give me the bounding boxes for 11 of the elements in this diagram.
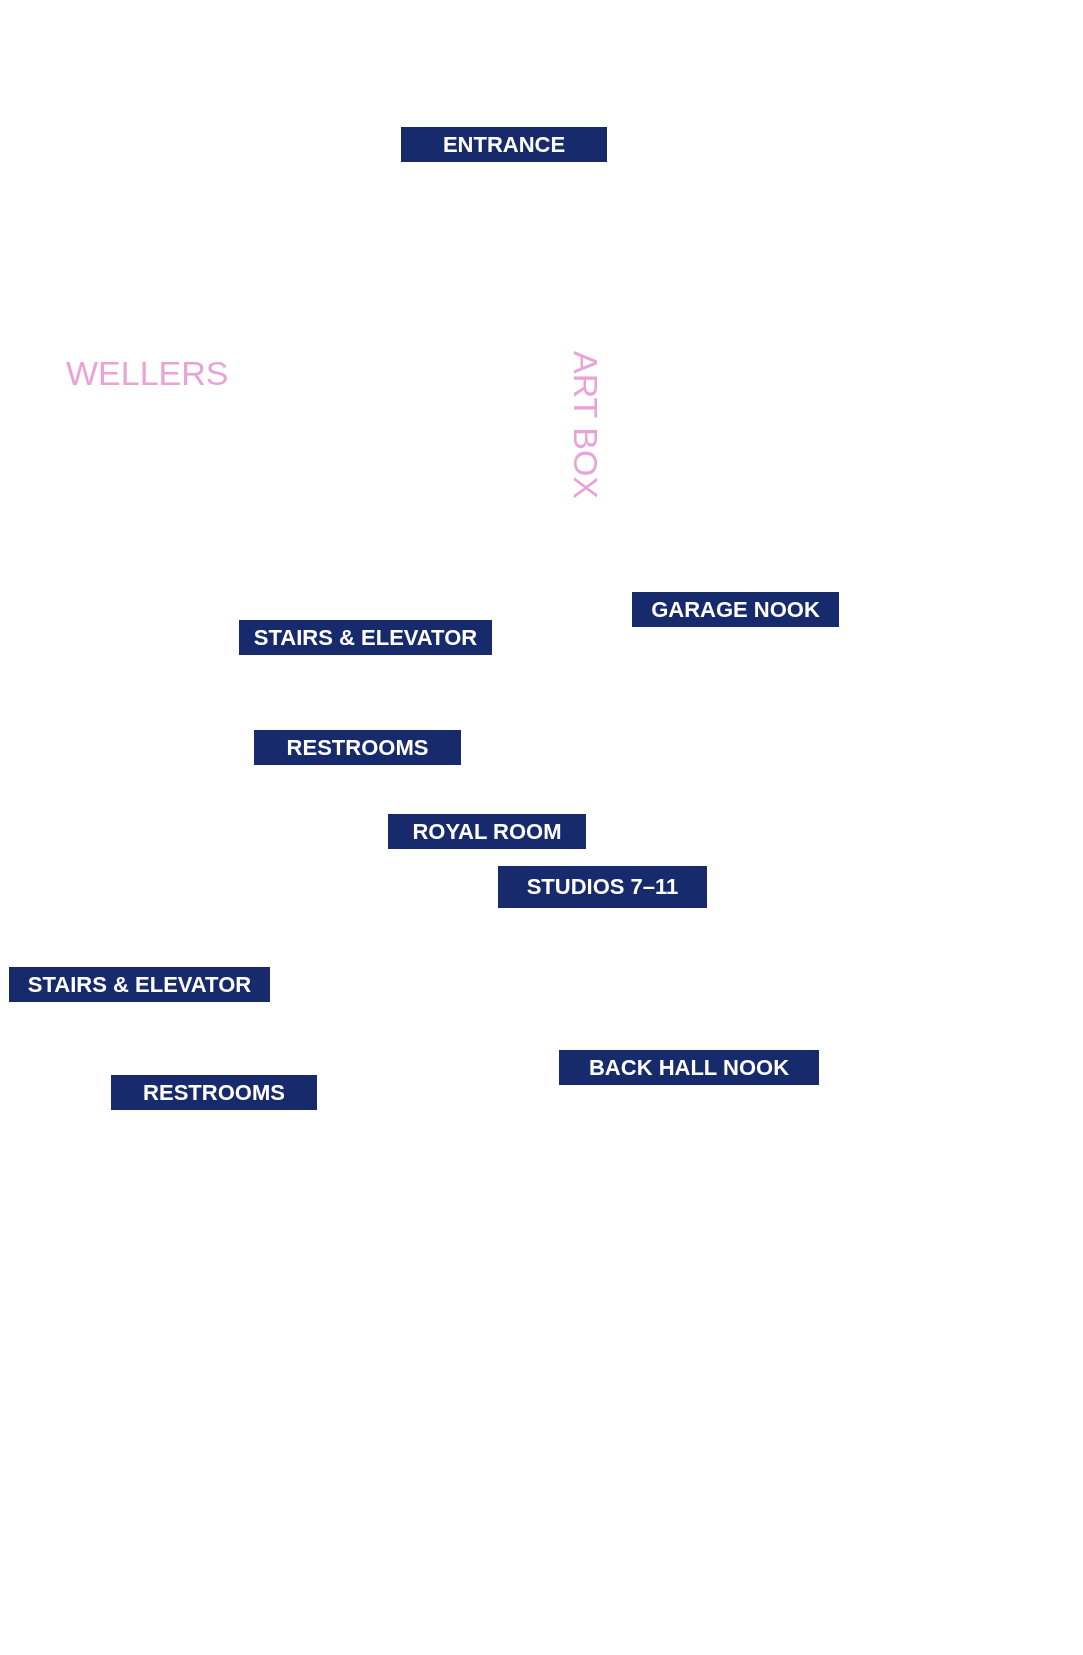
room-label: ROYAL ROOM	[388, 814, 586, 849]
room-label: STUDIOS 7–11	[498, 866, 707, 908]
area-name: WELLERS	[66, 356, 229, 390]
room-label: RESTROOMS	[111, 1075, 317, 1110]
room-label: STAIRS & ELEVATOR	[9, 967, 270, 1002]
room-label: RESTROOMS	[254, 730, 461, 765]
room-label: GARAGE NOOK	[632, 592, 839, 627]
area-name: ART BOX	[569, 351, 603, 499]
room-label: ENTRANCE	[401, 127, 607, 162]
room-label: STAIRS & ELEVATOR	[239, 620, 492, 655]
room-label: BACK HALL NOOK	[559, 1050, 819, 1085]
